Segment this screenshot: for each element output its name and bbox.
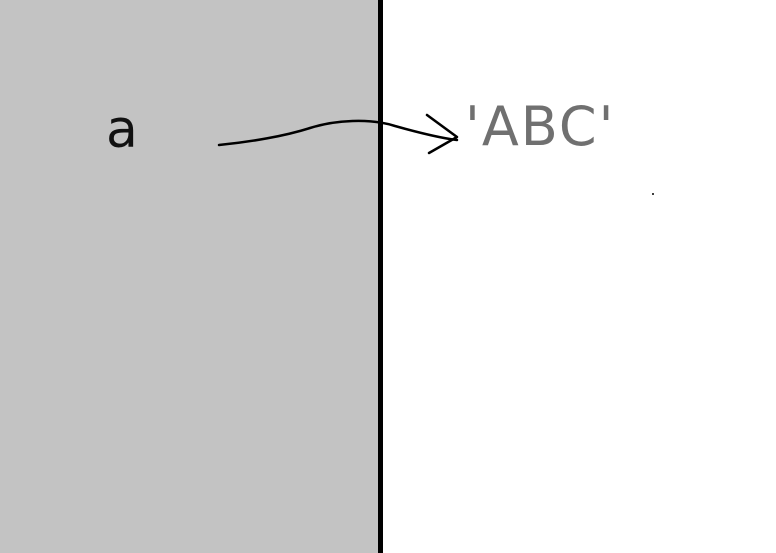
variable-name: a [106,100,138,160]
panel-divider [378,0,383,553]
arrowhead [425,113,459,155]
object-value: 'ABC' [465,95,616,158]
stray-dot [652,193,654,195]
names-panel [0,0,380,553]
arrow-shaft [217,119,459,147]
